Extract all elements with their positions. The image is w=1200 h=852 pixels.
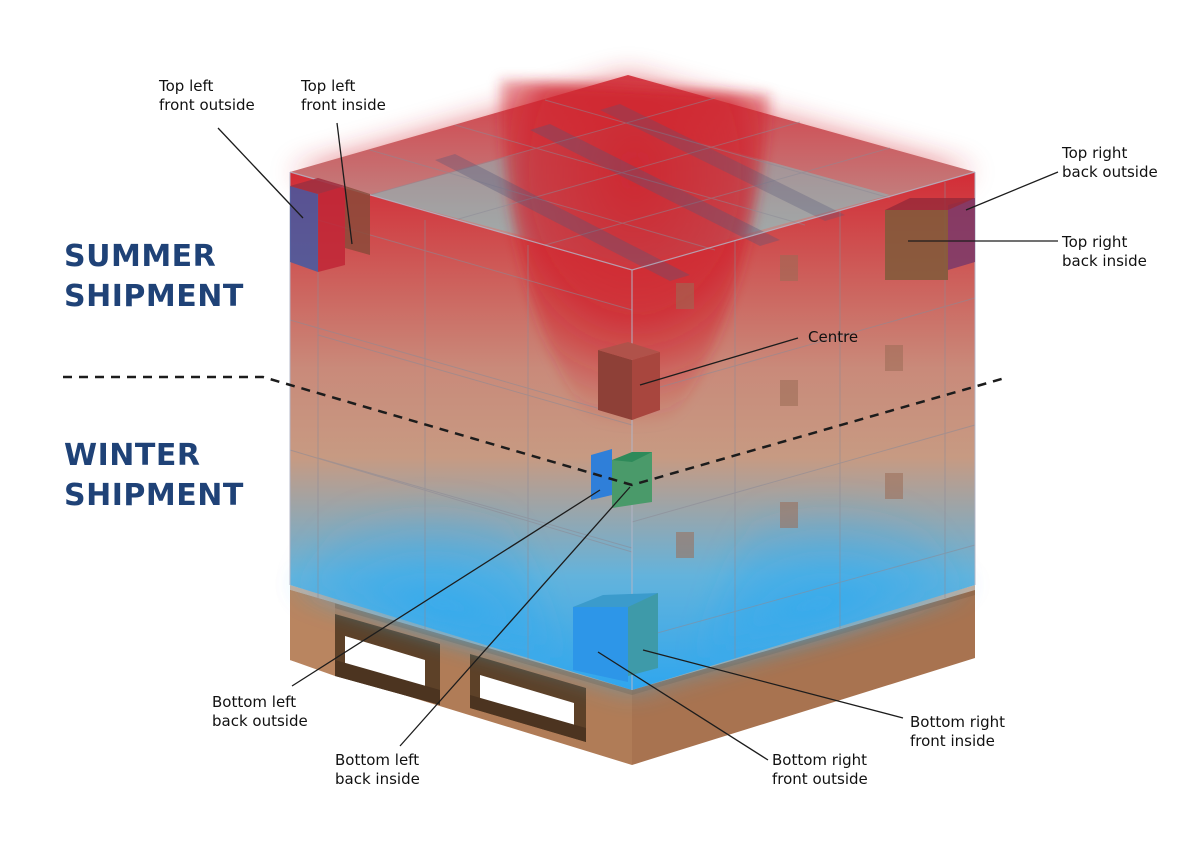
label-text: Centre — [808, 328, 859, 346]
leader-top-right-back-outside — [965, 171, 1059, 211]
pallet-opening-left-inner — [345, 636, 425, 690]
label-text: Bottom right — [910, 713, 1006, 731]
label-text: Bottom left — [212, 693, 297, 711]
season-divider-line — [63, 375, 1006, 487]
sensor-bottom-left-back-top — [612, 452, 652, 462]
top-stripe-2 — [530, 124, 780, 246]
bottom-cold-plume-left — [300, 468, 560, 660]
label-text: front inside — [301, 96, 386, 114]
sensor-top-left-front-outside-side — [318, 186, 345, 272]
sensors — [290, 178, 975, 682]
pallet-opening-left-floor — [335, 660, 440, 705]
carton-grid-right — [631, 182, 976, 658]
leader-centre — [639, 337, 799, 386]
label-text: front outside — [159, 96, 255, 114]
leader-top-left-front-outside — [217, 127, 304, 219]
carton-grid-top — [369, 97, 891, 251]
sensor-top-right-back-inside — [885, 210, 948, 280]
pallet-block-left — [290, 590, 335, 676]
sensor-bottom-right-front-top — [573, 593, 658, 607]
label-text: back outside — [212, 712, 308, 730]
winter-heading-line2: SHIPMENT — [64, 478, 244, 513]
summer-shipment-heading: SUMMER SHIPMENT — [64, 237, 244, 317]
label-top-left-front-outside: Top left front outside — [159, 77, 255, 115]
winter-shipment-heading: WINTER SHIPMENT — [64, 436, 244, 516]
label-bottom-right-front-inside: Bottom right front inside — [910, 713, 1005, 751]
pallet-opening-right-inner — [480, 675, 574, 727]
sensor-centre-side — [632, 352, 660, 420]
label-bottom-left-back-inside: Bottom left back inside — [335, 751, 420, 789]
top-stripe-1 — [435, 154, 690, 281]
sensor-top-left-cap — [290, 178, 345, 194]
leader-bottom-left-back-outside — [291, 489, 601, 687]
label-text: Top left — [301, 77, 356, 95]
pallet-opening-right-floor — [470, 695, 586, 742]
label-centre: Centre — [808, 328, 858, 347]
sensor-top-left-front-outside — [290, 186, 318, 272]
label-text: front inside — [910, 732, 995, 750]
label-text: Top left — [159, 77, 214, 95]
label-text: Bottom left — [335, 751, 420, 769]
label-text: back outside — [1062, 163, 1158, 181]
label-bottom-right-front-outside: Bottom right front outside — [772, 751, 868, 789]
label-bottom-left-back-outside: Bottom left back outside — [212, 693, 308, 731]
label-top-left-front-inside: Top left front inside — [301, 77, 386, 115]
sensor-centre-top — [598, 342, 660, 360]
sensor-top-right-cap — [885, 198, 975, 210]
sensor-bottom-left-back-inside — [612, 452, 652, 508]
sensor-top-right-back-outside — [948, 198, 975, 270]
label-text: Top right — [1062, 144, 1128, 162]
centre-heat-plume — [500, 80, 770, 445]
sensor-bottom-right-front-outside — [573, 607, 628, 682]
bottom-cold-plume-right — [700, 468, 960, 660]
label-text: back inside — [1062, 252, 1147, 270]
label-text: front outside — [772, 770, 868, 788]
sensor-bottom-right-front-inside — [628, 593, 658, 676]
carton-labels — [676, 255, 903, 558]
summer-heading-line2: SHIPMENT — [64, 279, 244, 314]
summer-heading-line1: SUMMER — [64, 239, 217, 274]
sensor-centre-front — [598, 350, 632, 420]
label-text: Bottom right — [772, 751, 868, 769]
label-text: back inside — [335, 770, 420, 788]
leader-bottom-right-front-outside — [597, 651, 769, 761]
leader-lines — [217, 122, 1059, 761]
pallet-right-face — [632, 590, 975, 765]
leader-bottom-right-front-inside — [642, 649, 904, 719]
label-top-right-back-inside: Top right back inside — [1062, 233, 1147, 271]
sensor-bottom-left-back-outside — [591, 449, 612, 500]
label-text: Top right — [1062, 233, 1128, 251]
leader-top-left-front-inside — [336, 122, 353, 245]
top-stripe-3 — [600, 104, 845, 221]
label-top-right-back-outside: Top right back outside — [1062, 144, 1158, 182]
winter-heading-line1: WINTER — [64, 438, 201, 473]
leader-bottom-left-back-inside — [399, 486, 631, 747]
